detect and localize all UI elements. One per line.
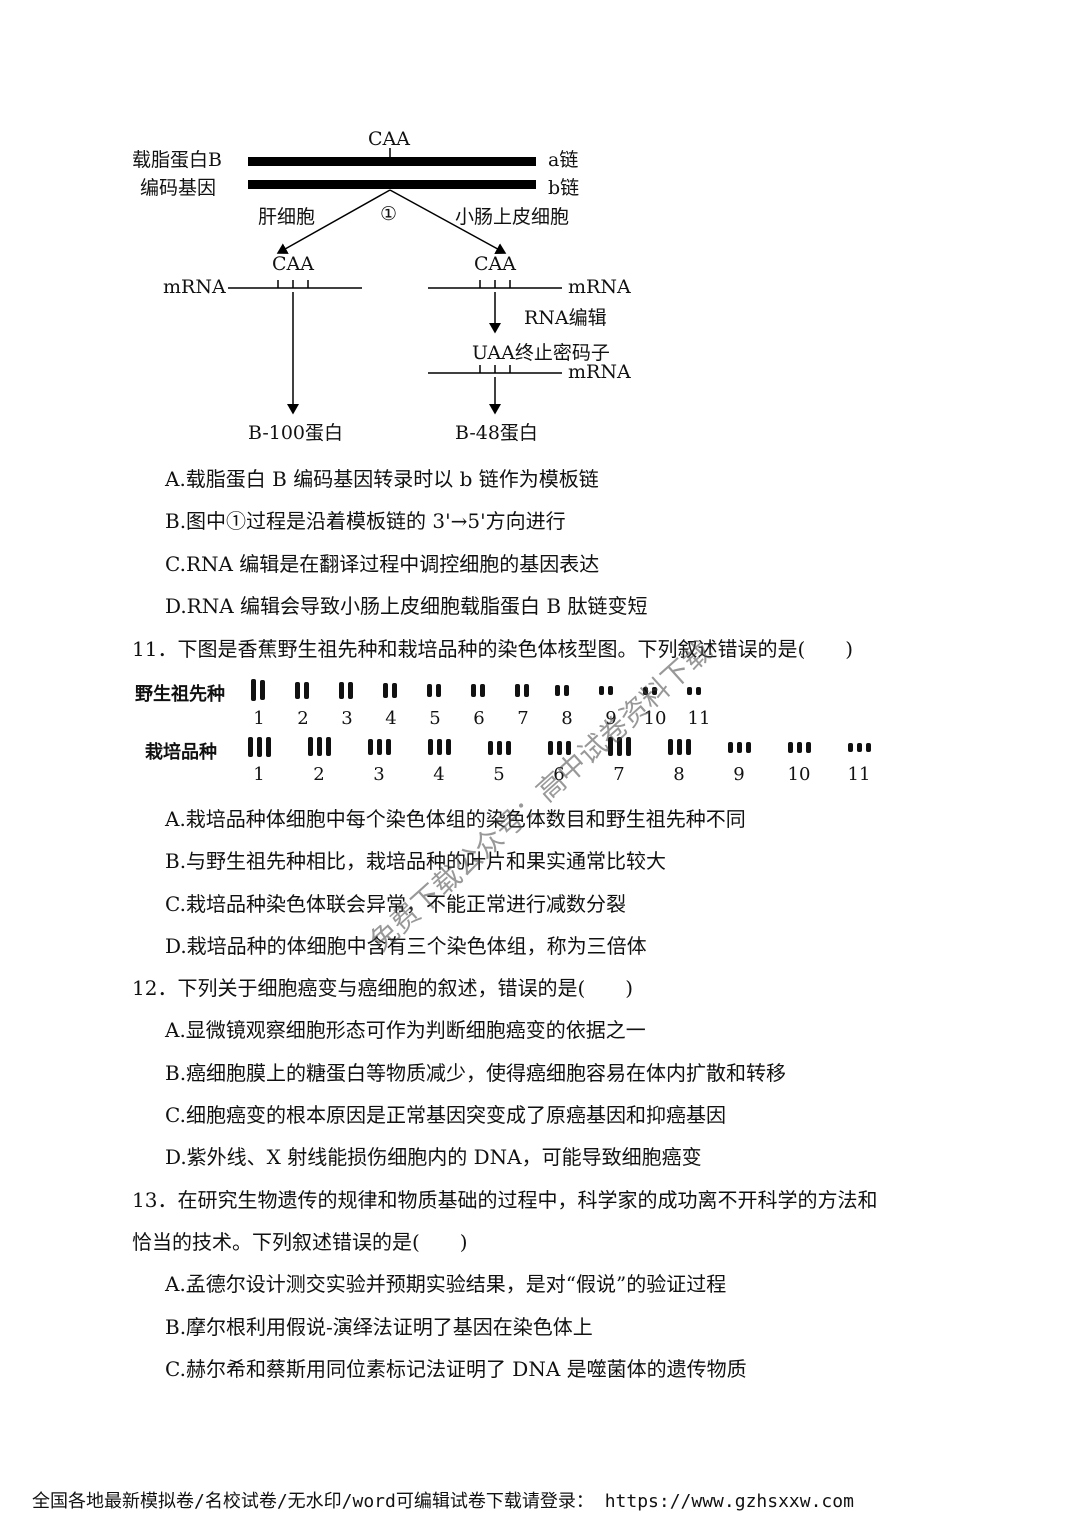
q13-option-a: A.孟德尔设计测交实验并预期实验结果，是对“假说”的验证过程	[165, 1272, 727, 1296]
mrna-edited-label: mRNA	[568, 361, 631, 383]
q11-option-d: D.栽培品种的体细胞中含有三个染色体组，称为三倍体	[165, 934, 647, 958]
cultivated-number: 5	[493, 764, 505, 785]
wild-number: 1	[253, 708, 265, 729]
diagram-arrows	[228, 148, 562, 415]
q10-option-c: C.RNA 编辑是在翻译过程中调控细胞的基因表达	[165, 552, 600, 576]
q12-option-d: D.紫外线、X 射线能损伤细胞内的 DNA，可能导致细胞癌变	[165, 1145, 702, 1169]
mrna-right-label: mRNA	[568, 276, 631, 298]
cultivated-chromosomes	[248, 737, 871, 757]
cultivated-number: 2	[313, 764, 325, 785]
gene-label-line1: 载脂蛋白B	[132, 149, 222, 171]
process-marker: ①	[380, 203, 398, 225]
cultivated-number: 1	[253, 764, 265, 785]
wild-number: 7	[517, 708, 529, 729]
strand-b-bar	[248, 180, 536, 189]
strand-a-bar	[248, 157, 536, 166]
wild-number: 5	[429, 708, 441, 729]
q13-stem-line1: 13．在研究生物遗传的规律和物质基础的过程中，科学家的成功离不开科学的方法和	[132, 1188, 878, 1212]
rna-editing-label: RNA编辑	[524, 307, 607, 329]
footer-download-note: 全国各地最新模拟卷/名校试卷/无水印/word可编辑试卷下载请登录： https…	[32, 1491, 854, 1512]
q12-stem: 12．下列关于细胞癌变与癌细胞的叙述，错误的是( )	[132, 976, 634, 1000]
q12-option-c: C.细胞癌变的根本原因是正常基因突变成了原癌基因和抑癌基因	[165, 1103, 726, 1127]
wild-number: 9	[605, 708, 617, 729]
cultivated-number: 10	[787, 764, 811, 785]
strand-a-label: a链	[548, 149, 579, 171]
q10-option-d: D.RNA 编辑会导致小肠上皮细胞载脂蛋白 B 肽链变短	[165, 594, 648, 618]
mrna-left-label: mRNA	[163, 276, 226, 298]
q13-option-c: C.赫尔希和蔡斯用同位素标记法证明了 DNA 是噬菌体的遗传物质	[165, 1357, 747, 1381]
cultivated-number: 7	[613, 764, 625, 785]
left-codon: CAA	[272, 253, 314, 275]
wild-number: 11	[687, 708, 711, 729]
protein-b100-label: B-100蛋白	[248, 422, 344, 444]
gene-label-line2: 编码基因	[140, 177, 217, 199]
q12-option-a: A.显微镜观察细胞形态可作为判断细胞癌变的依据之一	[165, 1018, 646, 1042]
wild-chromosomes	[251, 679, 701, 701]
q13-stem-line2: 恰当的技术。下列叙述错误的是( )	[132, 1230, 468, 1254]
right-codon: CAA	[474, 253, 516, 275]
left-cell-label: 肝细胞	[258, 206, 316, 228]
wild-number: 2	[297, 708, 309, 729]
codon-top: CAA	[368, 128, 410, 150]
strand-b-label: b链	[548, 177, 580, 199]
q11-stem: 11．下图是香蕉野生祖先种和栽培品种的染色体核型图。下列叙述错误的是( )	[132, 637, 854, 661]
stop-codon-label: UAA终止密码子	[472, 342, 610, 364]
wild-number: 8	[561, 708, 573, 729]
wild-number: 3	[341, 708, 353, 729]
q10-option-b: B.图中①过程是沿着模板链的 3'→5'方向进行	[165, 509, 566, 533]
cultivated-karyotype-label: 栽培品种	[145, 742, 217, 763]
cultivated-number: 11	[847, 764, 871, 785]
wild-number: 10	[643, 708, 667, 729]
wild-karyotype-label: 野生祖先种	[135, 684, 225, 705]
q11-option-a: A.栽培品种体细胞中每个染色体组的染色体数目和野生祖先种不同	[165, 807, 746, 831]
protein-b48-label: B-48蛋白	[455, 422, 538, 444]
q11-option-b: B.与野生祖先种相比，栽培品种的叶片和果实通常比较大	[165, 849, 667, 873]
wild-number: 6	[473, 708, 485, 729]
right-cell-label: 小肠上皮细胞	[455, 206, 570, 228]
cultivated-number: 4	[433, 764, 445, 785]
wild-number: 4	[385, 708, 397, 729]
q11-option-c: C.栽培品种染色体联会异常，不能正常进行减数分裂	[165, 892, 626, 916]
cultivated-number: 8	[673, 764, 685, 785]
q12-option-b: B.癌细胞膜上的糖蛋白等物质减少，使得癌细胞容易在体内扩散和转移	[165, 1061, 787, 1085]
q10-option-a: A.载脂蛋白 B 编码基因转录时以 b 链作为模板链	[165, 467, 599, 491]
q13-option-b: B.摩尔根利用假说-演绎法证明了基因在染色体上	[165, 1315, 593, 1339]
cultivated-number: 6	[553, 764, 565, 785]
cultivated-number: 3	[373, 764, 385, 785]
cultivated-number: 9	[733, 764, 745, 785]
